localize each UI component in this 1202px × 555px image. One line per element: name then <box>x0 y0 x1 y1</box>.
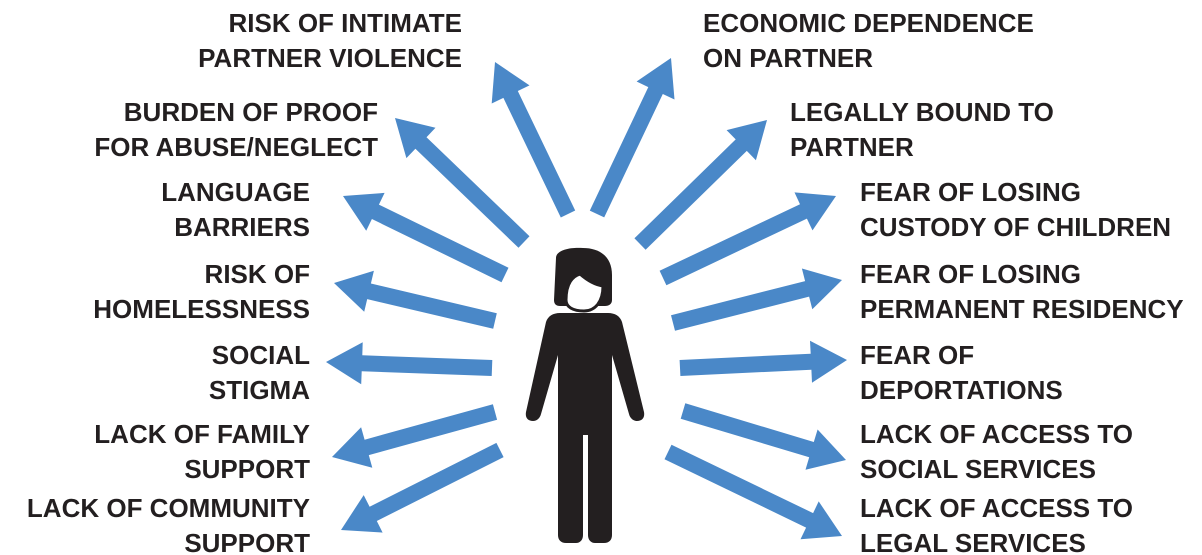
left-label-family-support: LACK OF FAMILY SUPPORT <box>10 417 310 487</box>
label-line: FEAR OF LOSING <box>860 177 1081 207</box>
left-label-community-support: LACK OF COMMUNITY SUPPORT <box>0 491 310 555</box>
woman-person-icon <box>525 247 645 543</box>
right-label-deportations: FEAR OF DEPORTATIONS <box>860 338 1063 408</box>
label-line: FEAR OF <box>860 340 975 370</box>
arrow-intimate-partner-violence <box>491 62 576 218</box>
right-label-custody: FEAR OF LOSING CUSTODY OF CHILDREN <box>860 175 1171 245</box>
left-label-social-stigma: SOCIAL STIGMA <box>60 338 310 408</box>
arrow-social-services <box>680 403 846 470</box>
left-label-language-barriers: LANGUAGE BARRIERS <box>60 175 310 245</box>
arrow-family-support <box>332 404 498 468</box>
label-line: BARRIERS <box>174 212 310 242</box>
right-label-permanent-residency: FEAR OF LOSING PERMANENT RESIDENCY <box>860 257 1184 327</box>
label-line: CUSTODY OF CHILDREN <box>860 212 1172 242</box>
label-line: RISK OF <box>204 259 310 289</box>
label-line: DEPORTATIONS <box>860 375 1063 405</box>
arrow-custody <box>659 192 836 286</box>
arrow-economic-dependence <box>589 58 675 218</box>
arrow-burden-of-proof <box>395 118 530 248</box>
arrow-language-barriers <box>343 192 509 283</box>
label-line: PARTNER VIOLENCE <box>198 43 462 73</box>
label-line: LACK OF FAMILY <box>94 419 310 449</box>
label-line: PARTNER <box>790 132 914 162</box>
right-label-legal-services: LACK OF ACCESS TO LEGAL SERVICES <box>860 491 1133 555</box>
label-line: ECONOMIC DEPENDENCE <box>703 8 1034 38</box>
label-line: PERMANENT RESIDENCY <box>860 294 1184 324</box>
label-line: FOR ABUSE/NEGLECT <box>94 132 378 162</box>
label-line: SUPPORT <box>184 528 310 555</box>
label-line: BURDEN OF PROOF <box>123 97 378 127</box>
arrow-legal-services <box>664 444 842 540</box>
label-line: LACK OF ACCESS TO <box>860 493 1134 523</box>
right-label-legally-bound: LEGALLY BOUND TO PARTNER <box>790 95 1054 165</box>
label-line: LACK OF COMMUNITY <box>26 493 310 523</box>
arrow-community-support <box>341 442 504 533</box>
left-label-intimate-partner-violence: RISK OF INTIMATE PARTNER VIOLENCE <box>140 6 462 76</box>
right-label-social-services: LACK OF ACCESS TO SOCIAL SERVICES <box>860 417 1133 487</box>
arrow-permanent-residency <box>671 268 842 331</box>
left-label-homelessness: RISK OF HOMELESSNESS <box>60 257 310 327</box>
label-line: ON PARTNER <box>703 43 873 73</box>
label-line: FEAR OF LOSING <box>860 259 1081 289</box>
arrow-homelessness <box>334 270 497 329</box>
label-line: LEGALLY BOUND TO <box>790 97 1054 127</box>
arrow-social-stigma <box>326 342 493 385</box>
arrow-legally-bound <box>634 120 767 250</box>
arrow-group <box>326 58 847 540</box>
label-line: STIGMA <box>208 375 310 405</box>
label-line: LACK OF ACCESS TO <box>860 419 1134 449</box>
label-line: RISK OF INTIMATE <box>228 8 462 38</box>
label-line: LANGUAGE <box>161 177 310 207</box>
label-line: HOMELESSNESS <box>93 294 310 324</box>
arrow-deportations <box>679 340 847 383</box>
label-line: SUPPORT <box>184 454 310 484</box>
label-line: SOCIAL SERVICES <box>860 454 1096 484</box>
right-label-economic-dependence: ECONOMIC DEPENDENCE ON PARTNER <box>703 6 1034 76</box>
label-line: LEGAL SERVICES <box>860 528 1086 555</box>
left-label-burden-of-proof: BURDEN OF PROOF FOR ABUSE/NEGLECT <box>40 95 378 165</box>
label-line: SOCIAL <box>211 340 310 370</box>
